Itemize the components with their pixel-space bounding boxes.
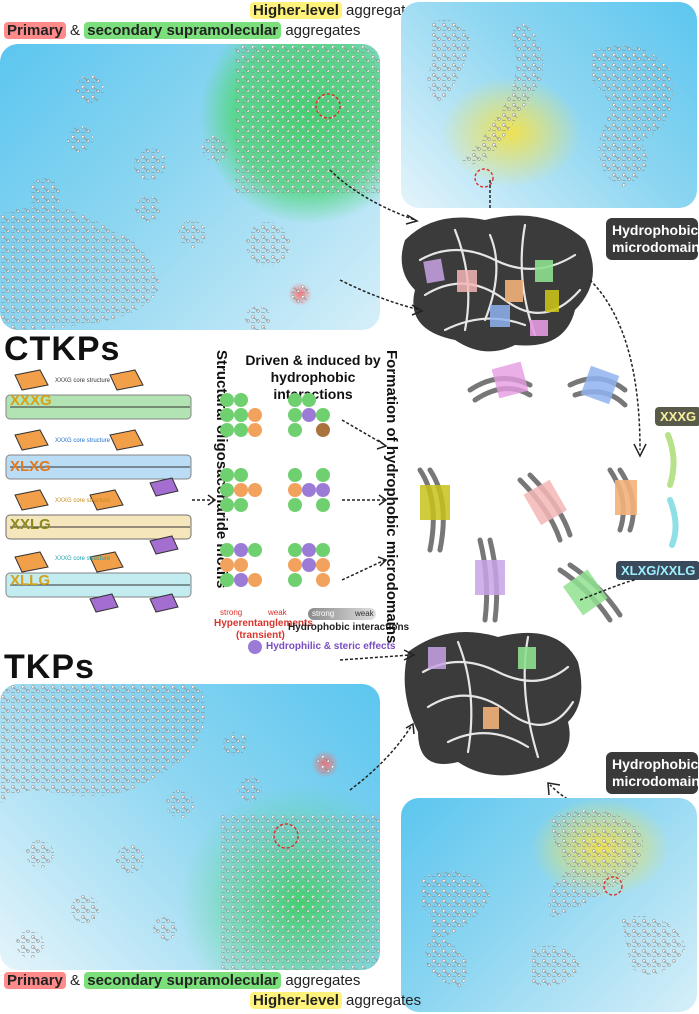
top-primary-label: Primary [4,22,66,39]
weak-label-left: weak [268,608,287,617]
top-higher-caption: Higher-level aggregates [250,2,421,19]
bottom-right-higher-level-panel [401,798,697,1012]
bottom-amp: & [70,972,81,989]
xlxg-tag: XLXG/XXLG [616,561,699,580]
ctkps-label: CTKPs [4,330,121,368]
motif-core-label-1: XXXG core structure [55,378,111,384]
hyperentanglements-label: Hyperentanglements [214,618,313,629]
top-amp: & [70,22,81,39]
bottom-microdomain-label: Hydrophobic microdomains [606,752,699,794]
bead-clusters [220,393,330,587]
formation-ring [417,361,637,623]
strong-label-right: strong [312,609,335,618]
motif-structure-art [5,369,192,613]
bottom-right-aggregate-art [421,798,686,988]
motif-xxxg-label: XXXG [10,392,52,409]
strong-label-left: strong [220,608,243,617]
weak-label-right: weak [355,609,374,618]
red-dashed-circle [315,93,341,119]
side-chains [665,432,679,548]
top-right-aggregate-art [427,19,673,188]
motif-core-label-2: XXXG core structure [55,438,111,444]
motif-structures [0,365,200,615]
motif-xlxg-label: XLXG [10,458,51,475]
bottom-primary-caption: Primary & secondary supramolecular aggre… [4,972,360,989]
top-primary-caption: Primary & secondary supramolecular aggre… [4,22,360,39]
tkps-label: TKPs [4,648,95,686]
bottom-aggregates-label: aggregates [285,972,361,989]
bottom-left-aggregate-panel [0,684,380,970]
bottom-higher-caption: Higher-level aggregates [250,992,421,1009]
transient-label: (transient) [236,630,285,641]
motif-arrow [192,494,217,506]
motif-core-label-4: XXXG core structure [55,556,111,562]
top-higher-label: Higher-level [250,2,342,19]
cluster-arrows [341,419,388,581]
bottom-arrows [339,649,416,791]
xxxg-tag: XXXG [655,407,699,426]
right-arrows [580,279,647,601]
top-hydrophobic-microdomain-blob [395,200,605,360]
hydrophobic-gradient-bar [308,608,376,620]
hydrophobic-interactions-label: Hydrophobic interactions [288,622,410,633]
bottom-secondary-label: secondary supramolecular [84,972,282,989]
bottom-primary-label: Primary [4,972,66,989]
bottom-higher-label: Higher-level [250,992,342,1009]
motif-core-label-3: XXXG core structure [55,498,111,504]
top-left-aggregate-panel [0,44,380,330]
motif-xllg-label: XLLG [10,572,50,589]
top-aggregates-label: aggregates [285,22,361,39]
bottom-hydrophobic-microdomain-blob [398,612,588,782]
motif-xxlg-label: XXLG [10,516,51,533]
top-left-aggregate-art [0,44,380,330]
bottom-higher-aggregates-label: aggregates [346,992,422,1009]
hydrophilic-bead-icon [248,640,262,654]
top-arrows [329,169,491,316]
hydrophilic-effects-label: Hydrophilic & steric effects [266,641,396,652]
top-right-higher-level-panel [401,2,697,208]
top-microdomain-label: Hydrophobic microdomains [606,218,699,260]
top-secondary-label: secondary supramolecular [84,22,282,39]
formation-title: Formation of hydrophobic microdomains [383,350,400,644]
bottom-left-aggregate-art [0,684,380,970]
